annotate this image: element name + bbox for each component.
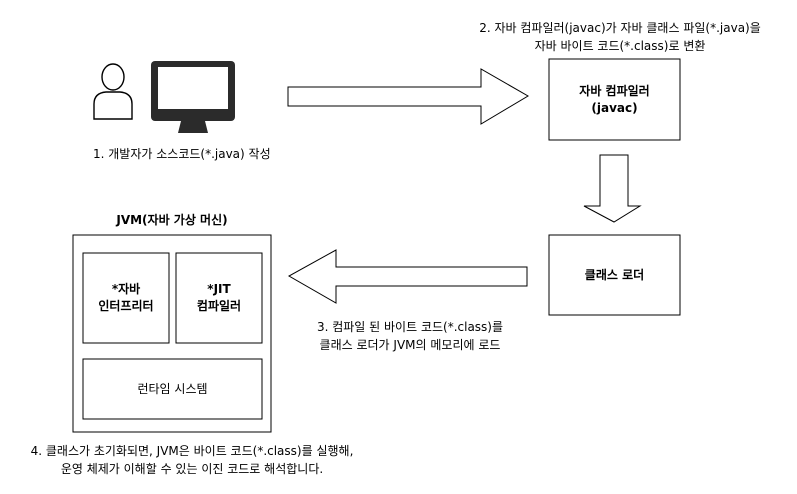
runtime-label: 런타임 시스템 [83,359,262,419]
jit-box [175,252,263,344]
arrow-to-class-loader [583,154,642,223]
person-icon [93,63,133,120]
class-loader-box [548,234,681,316]
step2-label-line2: 자바 바이트 코드(*.class)로 변환 [534,39,706,53]
jvm-title: JVM(자바 가상 머신) [116,213,228,227]
class-loader-label: 클래스 로더 [549,235,680,315]
jit-label: *JIT 컴파일러 [176,253,262,343]
step3-label-line2: 클래스 로더가 JVM의 메모리에 로드 [319,338,501,352]
arrow-to-compiler [287,68,529,125]
class-loader-text: 클래스 로더 [584,267,645,282]
step4-label-line2: 운영 체제가 이해할 수 있는 이진 코드로 해석합니다. [60,462,324,476]
monitor-icon [151,61,235,133]
jit-label-line2: 컴파일러 [196,299,242,313]
interpreter-label-line2: 인터프리터 [98,299,154,313]
runtime-text: 런타임 시스템 [137,381,208,396]
step2-label-line1: 2. 자바 컴파일러(javac)가 자바 클래스 파일(*.java)을 [479,21,761,35]
jit-label-line1: *JIT [207,282,231,296]
step1-label: 1. 개발자가 소스코드(*.java) 작성 [93,147,271,161]
compiler-box [548,58,681,141]
step4-label-line1: 4. 클래스가 초기화되면, JVM은 바이트 코드(*.class)를 실행해… [30,444,354,458]
arrow-to-jvm [287,249,528,304]
compiler-label-line1: 자바 컴파일러 [579,83,650,98]
step3-label-line1: 3. 컴파일 된 바이트 코드(*.class)를 [316,320,504,334]
compiler-label-line2: (javac) [591,100,638,115]
compiler-label: 자바 컴파일러 (javac) [549,59,680,140]
interpreter-label-line1: *자바 [111,282,141,296]
interpreter-label: *자바 인터프리터 [83,253,169,343]
interpreter-box [82,252,170,344]
runtime-box [82,358,263,420]
